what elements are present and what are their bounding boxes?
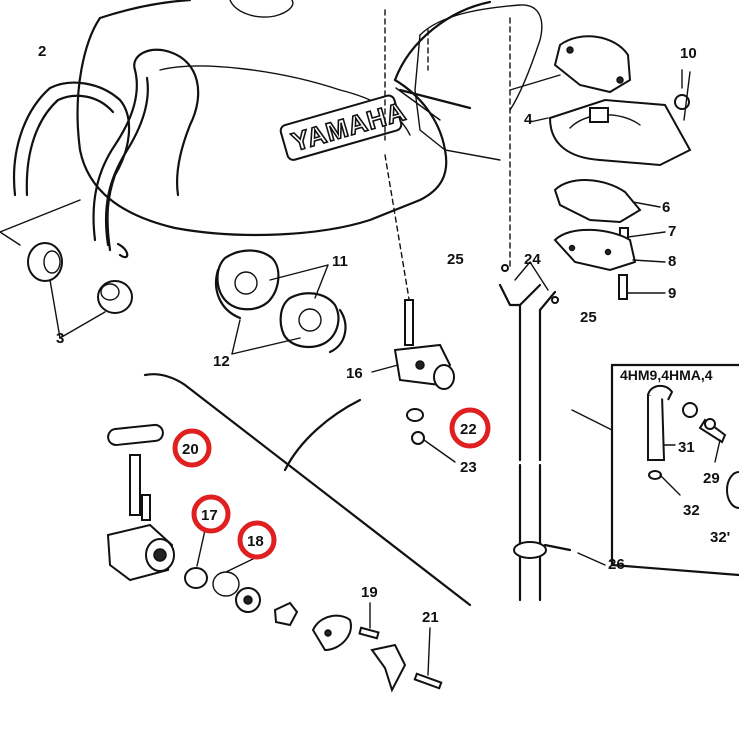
label-17: 17 xyxy=(201,507,218,524)
label-24: 24 xyxy=(524,251,541,268)
label-26: 26 xyxy=(608,556,625,573)
label-16: 16 xyxy=(346,365,363,382)
highlighted-callouts: 20 17 18 22 xyxy=(172,407,491,560)
highlight-ring-20 xyxy=(172,428,212,468)
label-32: 32 xyxy=(683,502,700,519)
label-2: 2 xyxy=(38,43,46,60)
yamaha-emblem: YAMAHA xyxy=(279,94,410,161)
lower-fuel-cock-parts xyxy=(106,423,443,693)
label-31: 31 xyxy=(678,439,695,456)
svg-text:YAMAHA: YAMAHA xyxy=(288,96,409,157)
label-11: 11 xyxy=(332,253,348,270)
part-16-fuel-cock xyxy=(371,299,456,463)
label-22: 22 xyxy=(460,421,477,438)
parts-24-26-fuel-pipe xyxy=(498,261,606,602)
label-7: 7 xyxy=(668,223,676,240)
model-code-label: 4HM9,4HMA,4 xyxy=(620,367,713,383)
label-20: 20 xyxy=(182,441,199,458)
label-4: 4 xyxy=(524,111,533,128)
label-3: 3 xyxy=(56,330,64,347)
label-6: 6 xyxy=(662,199,670,216)
label-8: 8 xyxy=(668,253,676,270)
part-2-grab-rails xyxy=(13,48,200,259)
part-3-caps xyxy=(0,199,133,339)
parts-4-to-10-bracket xyxy=(509,35,692,300)
highlight-ring-18 xyxy=(237,520,277,560)
label-9: 9 xyxy=(668,285,676,302)
reference-lines xyxy=(384,9,511,306)
label-19: 19 xyxy=(361,584,378,601)
label-21: 21 xyxy=(422,609,439,626)
exploded-divider xyxy=(143,373,472,607)
label-23: 23 xyxy=(460,459,477,476)
model-detail-box xyxy=(571,363,739,577)
label-29: 29 xyxy=(703,470,720,487)
parts-11-12-dampers xyxy=(214,249,347,355)
label-18: 18 xyxy=(247,533,264,550)
label-25-top: 25 xyxy=(447,251,464,268)
part-labels: 2 3 4 6 7 8 9 10 11 12 16 19 21 23 24 25… xyxy=(38,43,730,626)
highlight-ring-17 xyxy=(191,494,231,534)
highlight-ring-22 xyxy=(449,407,491,449)
label-10: 10 xyxy=(680,45,697,62)
fuel-tank xyxy=(76,0,543,237)
label-25-right: 25 xyxy=(580,309,597,326)
label-32-prime: 32' xyxy=(710,529,730,546)
label-12: 12 xyxy=(213,353,230,370)
